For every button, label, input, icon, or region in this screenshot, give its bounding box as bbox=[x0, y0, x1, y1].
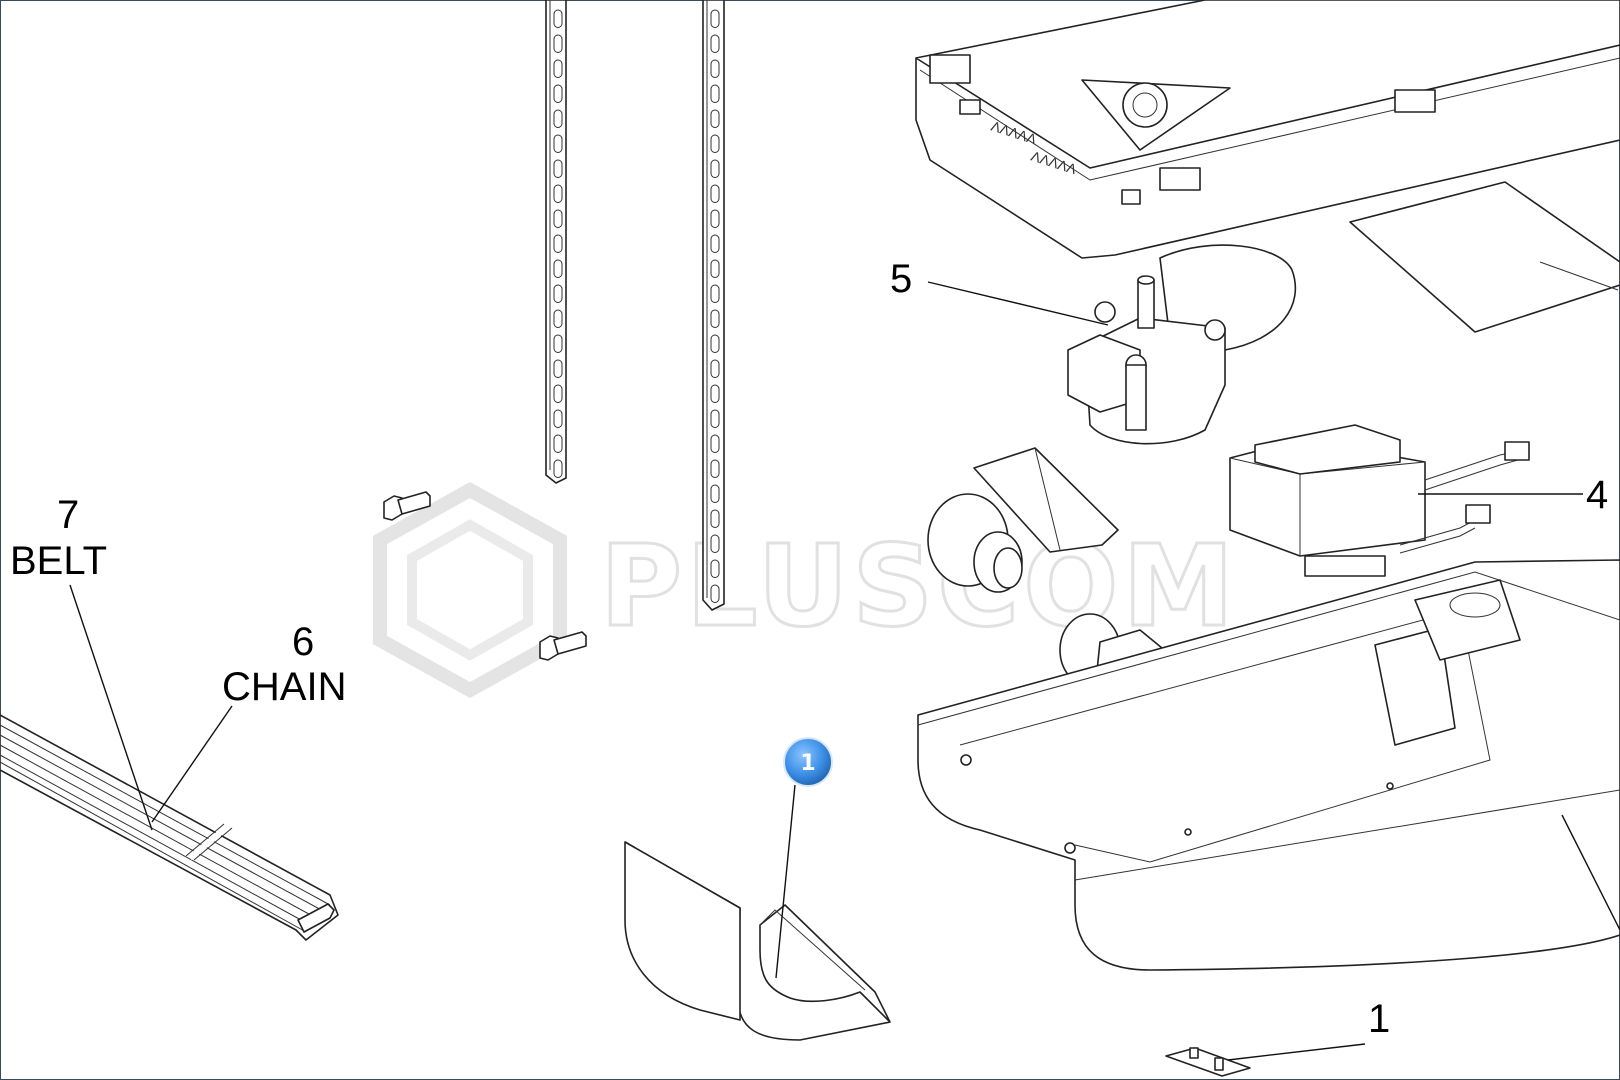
callout-part-5: 5 bbox=[890, 257, 912, 301]
strap-slot bbox=[553, 259, 563, 278]
strap-slot bbox=[553, 334, 563, 353]
base-housing bbox=[917, 559, 1620, 971]
strap-slot bbox=[710, 9, 720, 28]
strap-slot bbox=[553, 409, 563, 428]
strap-slot bbox=[710, 309, 720, 328]
hanging-strap-left bbox=[545, 0, 567, 484]
callout-chain-number: 6 bbox=[292, 620, 314, 664]
light-bulb bbox=[927, 493, 1023, 593]
circuit-board bbox=[1349, 181, 1620, 333]
motor-part-5 bbox=[1067, 244, 1297, 445]
callout-part-1: 1 bbox=[1368, 997, 1390, 1041]
strap-slot bbox=[553, 59, 563, 78]
strap-slot bbox=[710, 209, 720, 228]
strap-slot bbox=[553, 284, 563, 303]
hotspot-marker[interactable]: 1 bbox=[783, 737, 833, 787]
strap-slot bbox=[553, 9, 563, 28]
strap-slot bbox=[710, 484, 720, 503]
lamp-bracket bbox=[973, 447, 1119, 553]
strap-slot bbox=[710, 434, 720, 453]
leader-chain bbox=[151, 705, 233, 823]
strap-slot bbox=[710, 234, 720, 253]
strap-slot bbox=[710, 259, 720, 278]
strap-slot bbox=[710, 359, 720, 378]
strap-slot bbox=[553, 359, 563, 378]
small-plate-part-1 bbox=[1165, 1047, 1251, 1077]
strap-slot bbox=[553, 209, 563, 228]
strap-slot bbox=[553, 134, 563, 153]
strap-slot bbox=[710, 84, 720, 103]
strap-slot bbox=[553, 384, 563, 403]
strap-slot bbox=[553, 309, 563, 328]
leader-belt bbox=[69, 584, 153, 831]
bolt-upper bbox=[383, 491, 431, 521]
strap-slot bbox=[710, 59, 720, 78]
strap-slot bbox=[710, 584, 720, 603]
strap-slot bbox=[710, 109, 720, 128]
strap-slot bbox=[710, 559, 720, 578]
leader-5 bbox=[927, 281, 1109, 326]
strap-slot bbox=[710, 409, 720, 428]
callout-belt-label: BELT bbox=[10, 539, 107, 583]
strap-slot bbox=[710, 384, 720, 403]
strap-slot bbox=[710, 134, 720, 153]
callout-part-4: 4 bbox=[1586, 473, 1608, 517]
strap-slot bbox=[553, 434, 563, 453]
leader-lines bbox=[69, 281, 1620, 1061]
strap-slot bbox=[710, 534, 720, 553]
watermark-hex-icon bbox=[373, 481, 567, 699]
leader-marker bbox=[775, 784, 796, 979]
lens-cover bbox=[624, 841, 891, 1041]
strap-slot bbox=[710, 334, 720, 353]
strap-slot bbox=[710, 509, 720, 528]
leader-housing bbox=[1561, 814, 1620, 931]
strap-slot bbox=[710, 184, 720, 203]
hanging-strap-right bbox=[702, 0, 725, 611]
callout-chain-label: CHAIN bbox=[222, 665, 346, 709]
callout-belt-number: 7 bbox=[57, 493, 79, 537]
strap-slot bbox=[553, 234, 563, 253]
marker-badge-icon[interactable] bbox=[783, 737, 833, 787]
strap-slot bbox=[710, 34, 720, 53]
chassis-top-plate: ΛΛΛΛΛ ΛΛΛΛΛ bbox=[915, 0, 1620, 259]
strap-slot bbox=[553, 159, 563, 178]
leader-1 bbox=[1227, 1043, 1366, 1061]
transformer-part-4 bbox=[1229, 424, 1530, 577]
strap-slot bbox=[553, 34, 563, 53]
strap-slot bbox=[553, 109, 563, 128]
strap-slot bbox=[553, 184, 563, 203]
strap-slot bbox=[710, 159, 720, 178]
bolt-lower bbox=[539, 631, 587, 661]
marker-number: 1 bbox=[800, 751, 815, 776]
rail-assembly bbox=[0, 714, 339, 941]
strap-slot bbox=[553, 84, 563, 103]
strap-slot bbox=[553, 459, 563, 478]
strap-slot bbox=[710, 284, 720, 303]
strap-slot bbox=[710, 459, 720, 478]
